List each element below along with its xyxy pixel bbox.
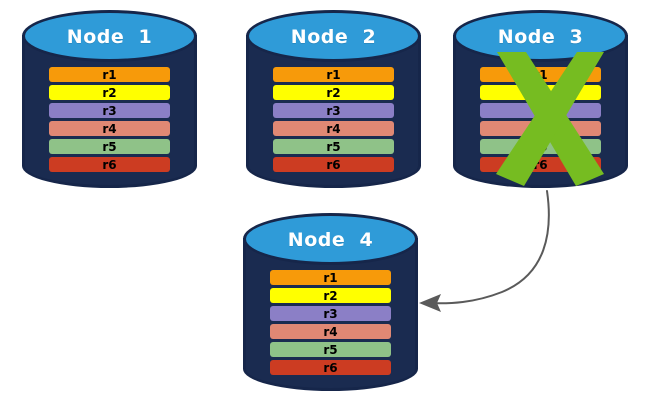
record-r6[interactable]: r6 (480, 157, 601, 172)
node-3-records: r1 r2 r3 r4 r5 r6 (480, 67, 601, 172)
arrow-curve (427, 190, 550, 305)
record-r5[interactable]: r5 (273, 139, 394, 154)
arrow-head-icon (419, 294, 441, 312)
record-r1[interactable]: r1 (270, 270, 391, 285)
record-r3[interactable]: r3 (480, 103, 601, 118)
record-r3[interactable]: r3 (270, 306, 391, 321)
record-r4[interactable]: r4 (49, 121, 170, 136)
node-1-cylinder-top (22, 10, 197, 62)
node-2-records: r1 r2 r3 r4 r5 r6 (273, 67, 394, 172)
record-r4[interactable]: r4 (273, 121, 394, 136)
node-4-records: r1 r2 r3 r4 r5 r6 (270, 270, 391, 375)
record-r5[interactable]: r5 (49, 139, 170, 154)
node-4-cylinder-top (243, 213, 418, 265)
record-r4[interactable]: r4 (270, 324, 391, 339)
record-r6[interactable]: r6 (49, 157, 170, 172)
record-r2[interactable]: r2 (480, 85, 601, 100)
record-r1[interactable]: r1 (49, 67, 170, 82)
node-3-label: Node 3 (497, 26, 584, 48)
record-r1[interactable]: r1 (273, 67, 394, 82)
record-r5[interactable]: r5 (270, 342, 391, 357)
node-1[interactable]: Node 1 r1 r2 r3 r4 r5 r6 (22, 10, 197, 188)
node-1-records: r1 r2 r3 r4 r5 r6 (49, 67, 170, 172)
node-4[interactable]: Node 4 r1 r2 r3 r4 r5 r6 (243, 213, 418, 391)
record-r6[interactable]: r6 (270, 360, 391, 375)
record-r6[interactable]: r6 (273, 157, 394, 172)
node-2-label: Node 2 (290, 26, 377, 48)
node-4-label: Node 4 (287, 229, 374, 251)
record-r3[interactable]: r3 (273, 103, 394, 118)
record-r2[interactable]: r2 (49, 85, 170, 100)
record-r3[interactable]: r3 (49, 103, 170, 118)
record-r4[interactable]: r4 (480, 121, 601, 136)
record-r5[interactable]: r5 (480, 139, 601, 154)
node-3[interactable]: Node 3 r1 r2 r3 r4 r5 r6 (453, 10, 628, 188)
node-1-label: Node 1 (66, 26, 153, 48)
record-r1[interactable]: r1 (480, 67, 601, 82)
replication-arrow (419, 190, 550, 312)
record-r2[interactable]: r2 (270, 288, 391, 303)
node-2[interactable]: Node 2 r1 r2 r3 r4 r5 r6 (246, 10, 421, 188)
record-r2[interactable]: r2 (273, 85, 394, 100)
node-2-cylinder-top (246, 10, 421, 62)
